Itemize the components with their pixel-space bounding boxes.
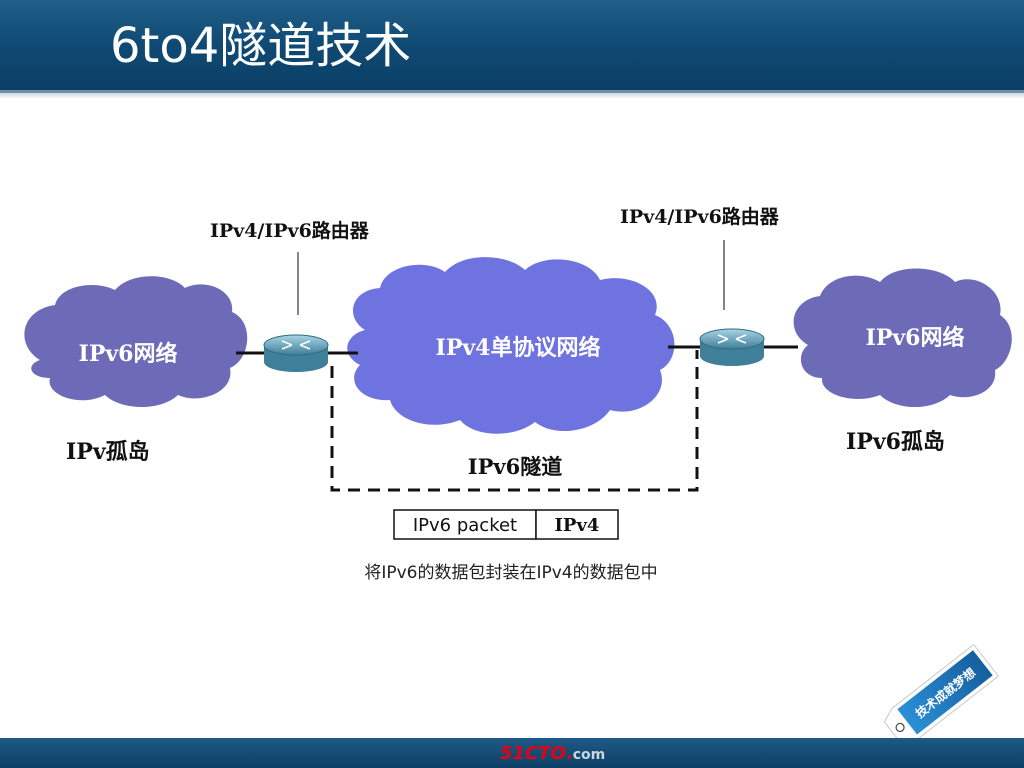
logo-dot: .: [565, 743, 573, 764]
footer-logo: 51CTO.com: [500, 744, 605, 765]
footer-bar: [0, 738, 1024, 768]
left-island-label: IPv孤岛: [66, 439, 150, 465]
center-cloud-label: IPv4单协议网络: [436, 335, 601, 361]
header-bar: [0, 0, 1024, 93]
header-shadow: [0, 93, 1024, 99]
left-cloud-label: IPv6网络: [79, 341, 178, 367]
encapsulation-caption: 将IPv6的数据包封装在IPv4的数据包中: [364, 563, 657, 583]
center-ipv4-cloud: IPv4单协议网络: [347, 257, 675, 434]
right-router-icon: [699, 328, 765, 366]
tag-decoration: 技术成就梦想: [883, 643, 1000, 745]
ipv4-header-segment: [535, 509, 619, 540]
packet-outer-label: IPv4: [555, 515, 600, 536]
ipv6-packet-segment: [393, 509, 537, 540]
ipv6-tunnel-path: [330, 350, 699, 492]
logo-main-text: 51CTO: [500, 743, 566, 764]
packet-inner-label: IPv6 packet: [413, 515, 517, 536]
left-router-icon: [263, 334, 329, 372]
right-ipv6-cloud: IPv6网络: [793, 268, 1012, 408]
packet-diagram: IPv6 packet IPv4: [393, 509, 619, 540]
slide-title: 6to4隧道技术: [110, 18, 412, 74]
right-cloud-label: IPv6网络: [866, 325, 965, 351]
right-router-label: IPv4/IPv6路由器: [620, 205, 780, 228]
tunnel-label: IPv6隧道: [468, 454, 562, 479]
logo-com-text: com: [572, 747, 606, 763]
right-island-label: IPv6孤岛: [846, 429, 945, 455]
left-router-label: IPv4/IPv6路由器: [210, 219, 370, 242]
left-ipv6-cloud: IPv6网络: [24, 276, 248, 408]
tag-hole-icon: [895, 722, 905, 733]
